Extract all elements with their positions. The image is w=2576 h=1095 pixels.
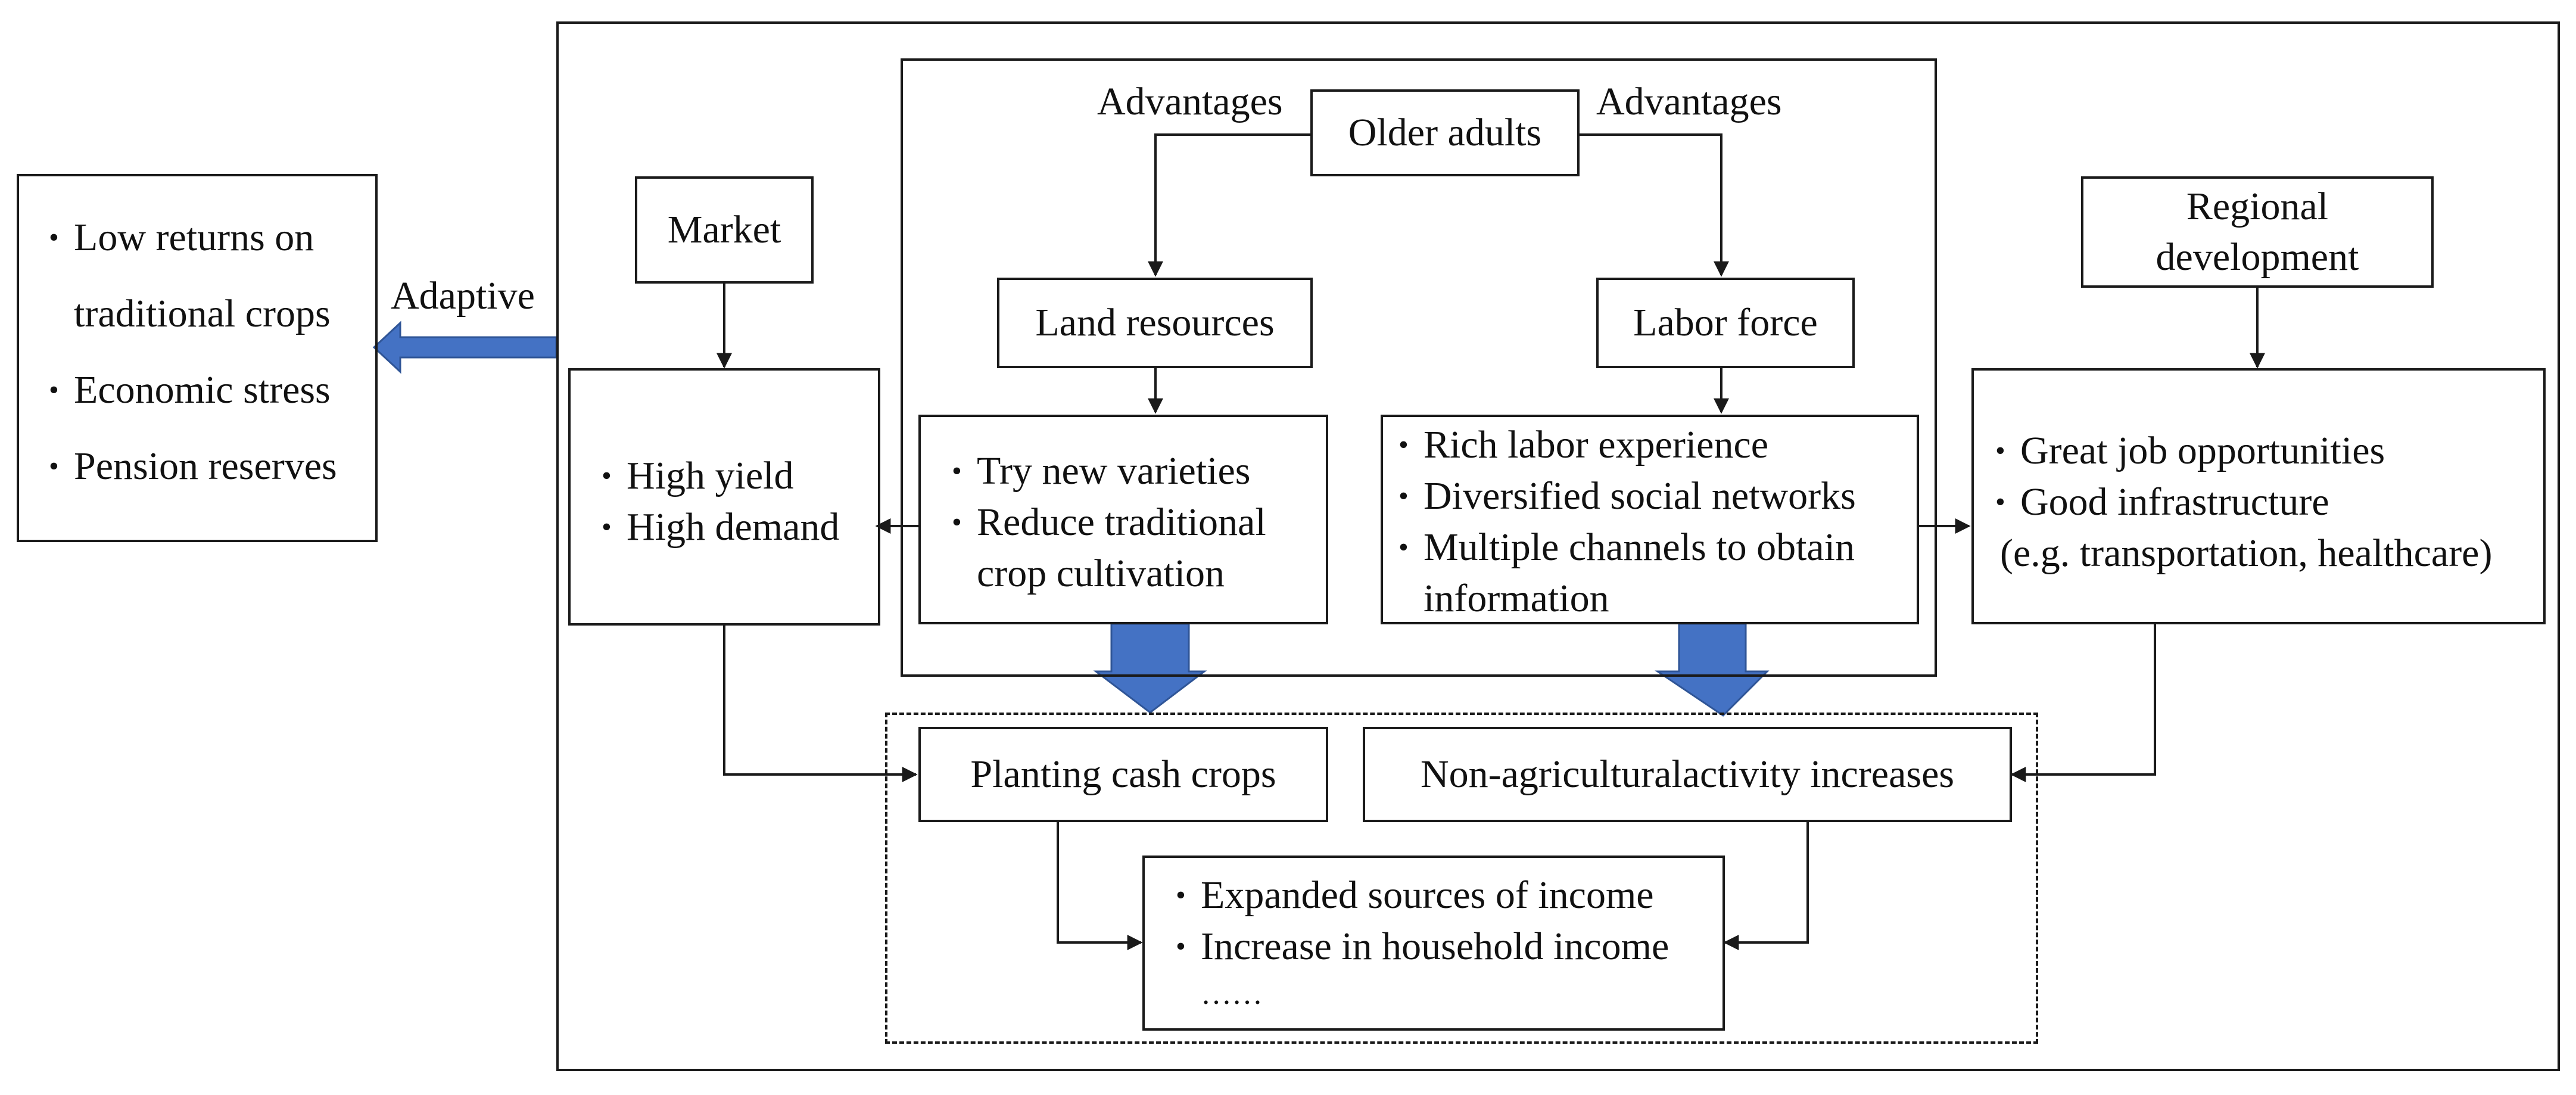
left-item-1: Low returns on [44, 212, 375, 263]
market-item-2: High demand [597, 502, 878, 553]
arrow-planting-to-income [1057, 820, 1143, 950]
regional-item-1: Great job opportunities [1991, 425, 2543, 477]
planting-cash-crops-box: Planting cash crops [918, 727, 1328, 822]
income-item-ellipsis: …… [1201, 977, 1263, 1011]
regional-effects-box: Great job opportunities Good infrastruct… [1971, 368, 2546, 624]
income-item-1: Expanded sources of income [1171, 870, 1722, 921]
left-stress-box: Low returns on traditional crops Economi… [17, 174, 378, 542]
older-adults-frame [901, 58, 1937, 677]
labor-item-3-cont: information [1424, 577, 1609, 620]
land-item-1: Try new varieties [947, 446, 1326, 497]
labor-item-1: Rich labor experience [1394, 419, 1917, 471]
market-item-1: High yield [597, 450, 878, 502]
advantages-label-right: Advantages [1596, 80, 1782, 123]
arrow-regional-to-nonagri [2010, 624, 2156, 782]
income-item-2: Increase in household income [1171, 921, 1722, 972]
labor-force-box: Labor force [1596, 278, 1855, 368]
adaptive-label: Adaptive [391, 274, 535, 318]
land-item-2: Reduce traditional [947, 497, 1326, 548]
income-effects-box: Expanded sources of income Increase in h… [1142, 856, 1725, 1031]
arrow-nonagri-to-income [1723, 820, 1809, 950]
left-item-3: Pension reserves [44, 441, 375, 492]
non-agri-activity-box: Non-agriculturalactivity increases [1363, 727, 2012, 822]
labor-item-3: Multiple channels to obtain [1394, 522, 1917, 573]
regional-item-2: Good infrastructure [1991, 477, 2543, 528]
labor-effects-box: Rich labor experience Diversified social… [1381, 415, 1919, 624]
labor-item-2: Diversified social networks [1394, 471, 1917, 522]
older-adults-box: Older adults [1310, 89, 1580, 176]
left-item-2: Economic stress [44, 365, 375, 416]
labor-down-block-arrow [1655, 623, 1770, 717]
land-resources-box: Land resources [997, 278, 1313, 368]
outer-frame [556, 21, 2560, 1071]
arrow-market-to-planting [723, 626, 918, 782]
land-effects-box: Try new varieties Reduce traditional cro… [918, 415, 1328, 624]
arrow-older-to-land [1148, 133, 1310, 277]
land-item-2-cont: crop cultivation [977, 552, 1225, 595]
arrow-older-to-labor [1578, 133, 1729, 277]
market-box: Market [635, 176, 814, 284]
left-item-1-cont: traditional crops [74, 292, 331, 335]
regional-line-1: Regional [2186, 185, 2329, 229]
outcomes-frame [885, 713, 2038, 1044]
land-down-block-arrow [1093, 623, 1207, 714]
adaptive-block-arrow [372, 321, 557, 374]
market-effects-box: High yield High demand [568, 368, 880, 626]
advantages-label-left: Advantages [1097, 80, 1283, 123]
regional-line-2: development [2156, 235, 2359, 279]
regional-item-2-cont: (e.g. transportation, healthcare) [2000, 531, 2493, 575]
regional-development-box: Regional development [2081, 176, 2434, 288]
